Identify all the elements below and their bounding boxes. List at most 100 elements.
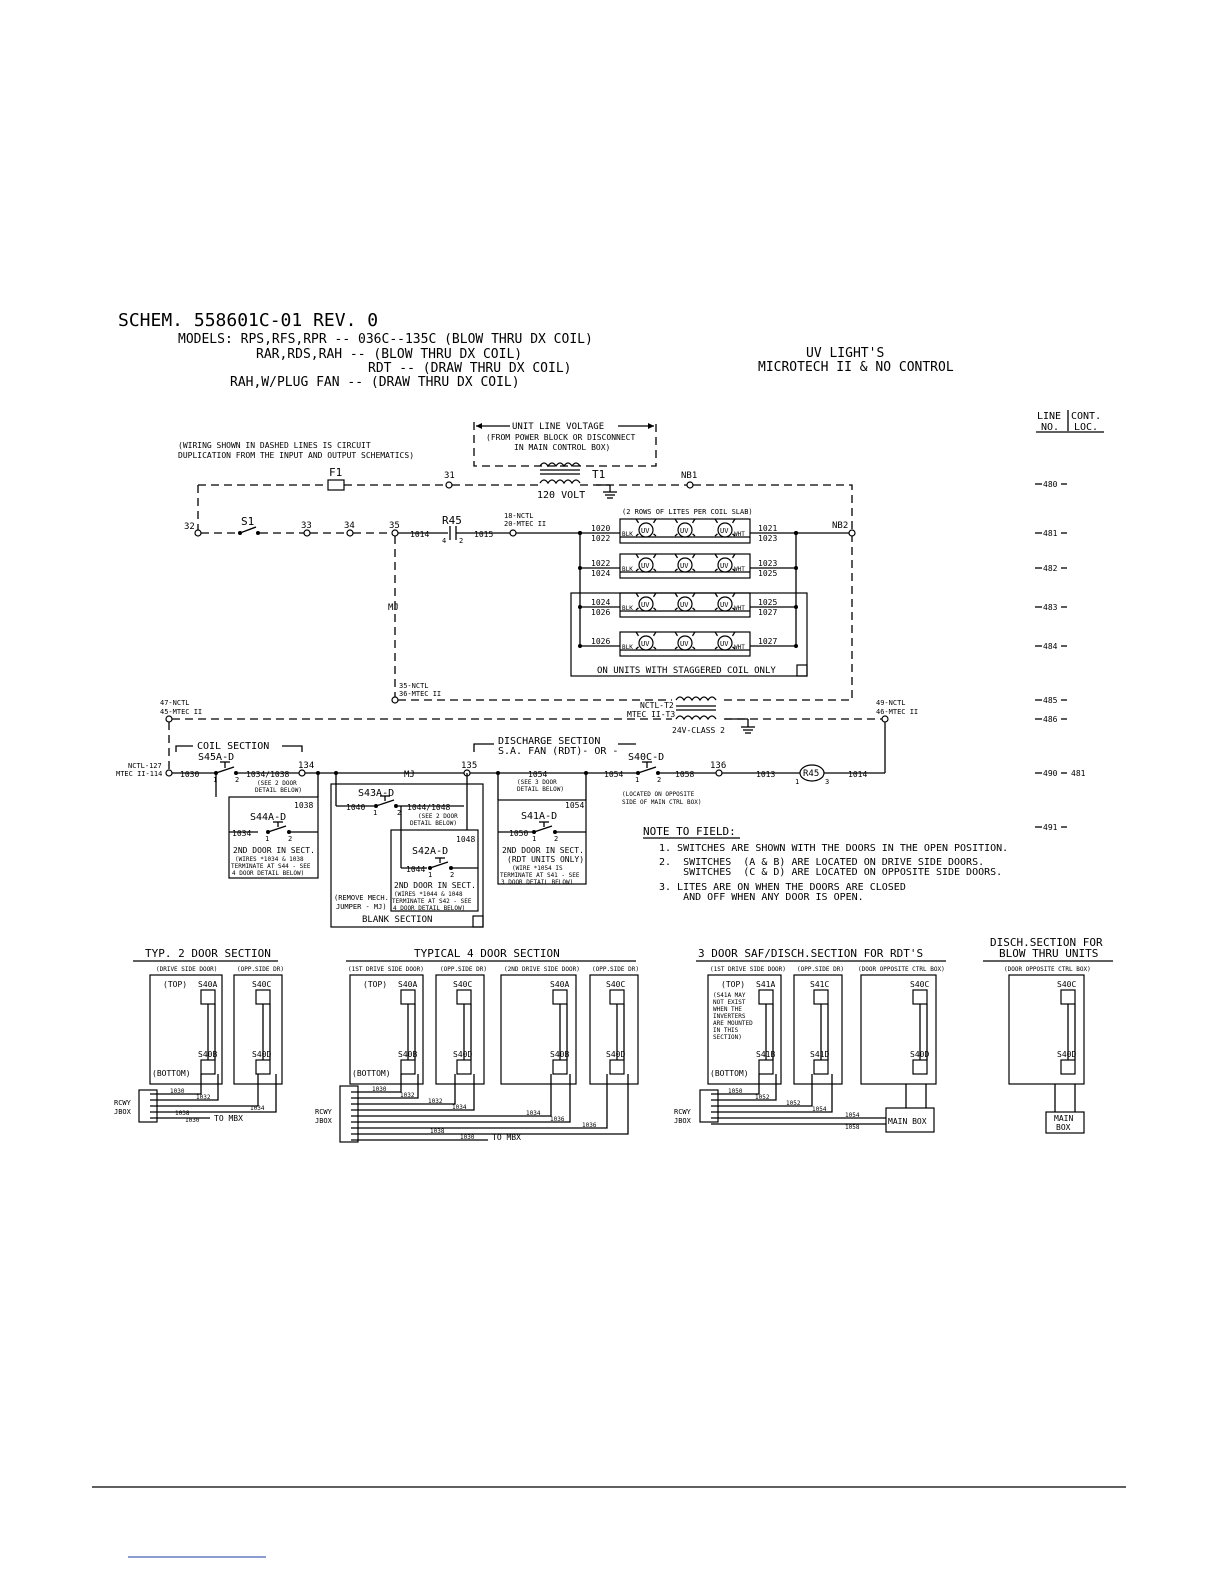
svg-text:1: 1 (532, 835, 536, 843)
terminal-nb1 (686, 481, 694, 489)
svg-text:24V-CLASS 2: 24V-CLASS 2 (672, 726, 725, 735)
line-number-480: 480 (1035, 480, 1067, 489)
svg-text:135: 135 (461, 761, 477, 771)
svg-text:NCTL-T2: NCTL-T2 (640, 701, 674, 710)
svg-text:1014: 1014 (848, 770, 867, 779)
wire-label: 1025 (758, 598, 777, 607)
svg-text:TO MBX: TO MBX (492, 1133, 521, 1142)
svg-text:1034: 1034 (526, 1110, 541, 1117)
svg-text:S40D: S40D (606, 1050, 625, 1059)
svg-text:2. SWITCHES (A & B) ARE LOCA: 2. SWITCHES (A & B) ARE LOCATED ON DRIVE… (659, 857, 984, 868)
svg-text:S41A-D: S41A-D (521, 811, 557, 822)
terminal-31 (445, 481, 453, 489)
svg-text:(2ND DRIVE SIDE DOOR): (2ND DRIVE SIDE DOOR) (504, 966, 580, 973)
note-to-field-title: NOTE TO FIELD: (643, 825, 736, 838)
svg-text:1014: 1014 (410, 530, 429, 539)
svg-text:34: 34 (344, 521, 355, 531)
svg-text:36-MTEC II: 36-MTEC II (399, 690, 441, 698)
svg-text:2: 2 (288, 835, 292, 843)
wire-label: 1027 (758, 608, 777, 617)
svg-text:1038: 1038 (175, 1110, 190, 1117)
svg-text:3: 3 (825, 778, 829, 786)
typ-2-door-section-detail: TYP. 2 DOOR SECTION (DRIVE SIDE DOOR) (O… (114, 947, 284, 1124)
svg-text:1: 1 (795, 778, 799, 786)
fuse-f1: F1 (327, 466, 345, 491)
line-voltage-box: UNIT LINE VOLTAGE (FROM POWER BLOCK OR D… (473, 422, 657, 467)
uv-lamp: UV (714, 553, 736, 573)
svg-text:1. SWITCHES ARE SHOWN WITH TH: 1. SWITCHES ARE SHOWN WITH THE DOORS IN … (659, 843, 1008, 854)
svg-text:S40C: S40C (453, 980, 472, 989)
uv-lamp: UV (674, 518, 696, 538)
svg-text:(SEE 3 DOOR: (SEE 3 DOOR (517, 779, 557, 786)
line-number-486: 486 (1035, 715, 1067, 724)
svg-text:1034: 1034 (452, 1104, 467, 1111)
svg-text:480: 480 (1043, 480, 1058, 489)
svg-text:COIL SECTION: COIL SECTION (197, 741, 269, 752)
svg-text:JBOX: JBOX (315, 1117, 333, 1125)
svg-text:S45A-D: S45A-D (198, 752, 234, 763)
svg-text:1054: 1054 (845, 1112, 860, 1119)
120-volt-label: 120 VOLT (537, 490, 585, 501)
svg-text:1038: 1038 (430, 1128, 445, 1135)
svg-text:485: 485 (1043, 696, 1058, 705)
svg-text:(LOCATED ON OPPOSITE: (LOCATED ON OPPOSITE (622, 791, 695, 798)
schematic-header: SCHEM. 558601C-01 REV. 0 MODELS: RPS,RFS… (118, 310, 954, 390)
svg-text:(TOP): (TOP) (363, 980, 387, 989)
wire-label: 1020 (591, 524, 610, 533)
svg-text:33: 33 (301, 521, 312, 531)
svg-text:1036: 1036 (550, 1116, 565, 1123)
svg-text:(SEE 2 DOOR: (SEE 2 DOOR (418, 813, 458, 820)
schematic-title: UV LIGHT'S (806, 346, 884, 361)
svg-text:1050: 1050 (728, 1088, 743, 1095)
svg-text:(1ST DRIVE SIDE DOOR): (1ST DRIVE SIDE DOOR) (710, 966, 786, 973)
svg-text:S40C: S40C (910, 980, 929, 989)
svg-text:S40D: S40D (252, 1050, 271, 1059)
uv-lamp-label: UV (680, 640, 689, 648)
svg-text:S42A-D: S42A-D (412, 846, 448, 857)
svg-text:DETAIL BELOW): DETAIL BELOW) (517, 786, 564, 793)
svg-text:1052: 1052 (786, 1100, 801, 1107)
line-number-483: 483 (1035, 603, 1067, 612)
svg-text:1030: 1030 (180, 770, 199, 779)
svg-text:MJ: MJ (404, 770, 415, 780)
svg-text:1050: 1050 (509, 829, 528, 838)
terminal-18-nctl (509, 529, 517, 537)
svg-text:20-MTEC II: 20-MTEC II (504, 520, 546, 528)
svg-text:MAIN BOX: MAIN BOX (888, 1117, 927, 1126)
svg-text:(OPP.SIDE DR): (OPP.SIDE DR) (237, 966, 284, 973)
svg-text:TERMINATE AT S44 - SEE: TERMINATE AT S44 - SEE (231, 863, 311, 870)
svg-text:1032: 1032 (400, 1092, 415, 1099)
svg-text:S41C: S41C (810, 980, 829, 989)
line-no-header-1: LINE (1037, 411, 1061, 422)
svg-text:(FROM POWER BLOCK OR DISCONNEC: (FROM POWER BLOCK OR DISCONNECT (486, 433, 635, 442)
svg-text:JBOX: JBOX (114, 1108, 132, 1116)
svg-text:482: 482 (1043, 564, 1058, 573)
s41-door-box: (SEE 3 DOOR DETAIL BELOW) 1054 S41A-D 10… (497, 773, 587, 886)
svg-text:S41A: S41A (756, 980, 775, 989)
uv-lamp: UV (674, 553, 696, 573)
line-number-482: 482 (1035, 564, 1067, 573)
svg-text:45-MTEC II: 45-MTEC II (160, 708, 202, 716)
svg-text:490: 490 (1043, 769, 1058, 778)
terminal-35-nctl (391, 696, 399, 704)
dashed-wiring-note-2: DUPLICATION FROM THE INPUT AND OUTPUT SC… (178, 451, 414, 460)
svg-text:1036: 1036 (582, 1122, 597, 1129)
svg-text:S43A-D: S43A-D (358, 788, 394, 799)
uv-lamp: UV (635, 518, 657, 538)
svg-text:S40A: S40A (550, 980, 569, 989)
svg-text:3 DOOR DETAIL BELOW): 3 DOOR DETAIL BELOW) (501, 879, 573, 886)
svg-text:DETAIL BELOW): DETAIL BELOW) (255, 787, 302, 794)
uv-lamp-label: UV (680, 527, 689, 535)
svg-text:1054: 1054 (528, 770, 547, 779)
rows-of-lites-note: (2 ROWS OF LITES PER COIL SLAB) (622, 508, 753, 516)
uv-lamp: UV (635, 592, 657, 612)
